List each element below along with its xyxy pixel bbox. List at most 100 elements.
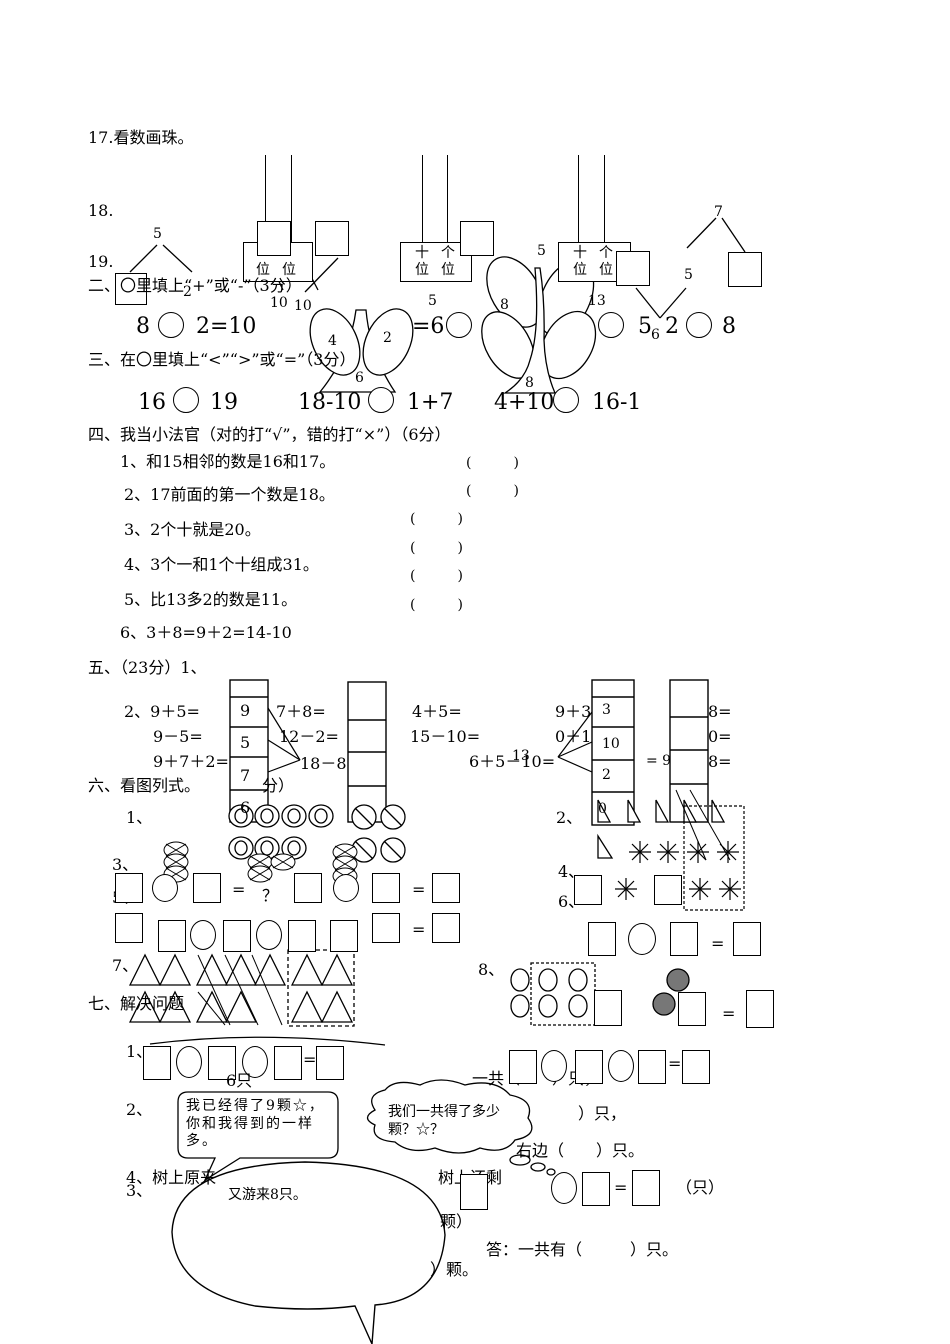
equals-sign: =	[232, 880, 246, 899]
answer-box[interactable]	[654, 875, 682, 905]
answer-box[interactable]	[638, 1050, 666, 1084]
answer-box[interactable]	[315, 221, 349, 256]
answer-box[interactable]	[316, 1046, 344, 1080]
answer-box[interactable]	[115, 913, 143, 943]
operator-circle[interactable]	[541, 1050, 567, 1082]
answer-parens[interactable]: ( )	[410, 540, 463, 556]
answer-box[interactable]	[574, 875, 602, 905]
expr-text: 2=10	[196, 314, 257, 339]
operator-circle[interactable]	[152, 874, 178, 902]
bond-number: 5	[153, 226, 162, 242]
abacus-frame-2: 十 个 位 位	[400, 242, 472, 282]
item-label: 1、	[126, 808, 153, 827]
operator-circle[interactable]	[190, 920, 216, 950]
calc-item: 9＋3	[555, 702, 592, 721]
answer-parens[interactable]: ( )	[410, 597, 463, 613]
operator-circle[interactable]	[176, 1046, 202, 1078]
question-mark: ？	[262, 886, 279, 905]
answer-parens[interactable]: ( )	[410, 511, 463, 527]
calc-item: 15－10=	[410, 727, 481, 746]
fan-line	[557, 741, 593, 758]
answer-box[interactable]	[115, 273, 147, 305]
compare-circle[interactable]	[173, 387, 199, 413]
answer-box[interactable]	[632, 1170, 660, 1206]
answer-box[interactable]	[582, 1172, 610, 1206]
answer-parens[interactable]: ( )	[410, 568, 463, 584]
bond-line	[162, 244, 193, 273]
compare-text: 19	[210, 390, 238, 415]
operator-circle[interactable]	[333, 874, 359, 902]
answer-box[interactable]	[682, 1050, 710, 1084]
operator-circle[interactable]	[158, 312, 184, 338]
abacus-rod	[422, 155, 423, 242]
abacus-rod	[578, 155, 579, 242]
calc-item: 0=	[708, 727, 732, 746]
abacus-rod	[604, 155, 605, 242]
operator-circle[interactable]	[446, 312, 472, 338]
judge-item: 1、和15相邻的数是16和17。	[120, 452, 336, 471]
answer-box[interactable]	[728, 252, 762, 287]
bond-line	[721, 217, 746, 253]
operator-circle[interactable]	[628, 923, 656, 955]
operator-circle[interactable]	[551, 1172, 577, 1204]
item-label: 3、	[112, 855, 139, 874]
bond-line	[304, 257, 339, 293]
answer-parens[interactable]: ( )	[466, 455, 519, 471]
bubble-1-text: 我已经得了9颗☆，你和我得到的一样多。	[186, 1098, 325, 1149]
answer-box[interactable]	[274, 1046, 302, 1080]
fan-line	[267, 759, 301, 773]
section-2-title: 二、〇里填上“+”或“-”（3分）	[88, 276, 302, 295]
answer-box[interactable]	[733, 922, 761, 956]
answer-box[interactable]	[509, 1050, 537, 1084]
star-pictures	[615, 805, 745, 911]
answer-box[interactable]	[372, 913, 400, 943]
equals-sign: =	[722, 1004, 736, 1023]
answer-box[interactable]	[372, 873, 400, 903]
answer-box[interactable]	[588, 922, 616, 956]
answer-box[interactable]	[223, 920, 251, 952]
calc-item: 12－2=	[279, 727, 339, 746]
answer-box[interactable]	[575, 1050, 603, 1084]
bond-number: 10	[294, 298, 312, 314]
answer-box[interactable]	[432, 873, 460, 903]
answer-box[interactable]	[432, 913, 460, 943]
answer-box[interactable]	[616, 251, 650, 286]
answer-parens[interactable]: ( )	[466, 483, 519, 499]
answer-box[interactable]	[670, 922, 698, 956]
expr-text: 8	[136, 314, 150, 339]
equals-sign: =	[668, 1054, 682, 1073]
ladder-number: 3	[602, 702, 611, 718]
answer-box[interactable]	[460, 221, 494, 256]
answer-box[interactable]	[746, 990, 774, 1028]
section-3-title: 三、在〇里填上“<”“>”或“=”（3分）	[88, 350, 356, 369]
operator-circle[interactable]	[686, 312, 712, 338]
answer-box[interactable]	[678, 992, 706, 1026]
operator-circle[interactable]	[598, 312, 624, 338]
answer-box[interactable]	[594, 990, 622, 1026]
bond-number: 8	[500, 297, 509, 313]
operator-circle[interactable]	[608, 1050, 634, 1082]
calc-item: 9＋7＋2=	[153, 752, 229, 771]
operator-circle[interactable]	[256, 920, 282, 950]
section-5-title: 五、（23分）1、	[88, 658, 207, 677]
compare-circle[interactable]	[553, 387, 579, 413]
judge-item: 4、3个一和1个十组成31。	[124, 555, 319, 574]
compare-circle[interactable]	[368, 387, 394, 413]
answer-box[interactable]	[115, 873, 143, 903]
answer-box[interactable]	[288, 920, 316, 952]
calc-item: 2、9＋5=	[124, 702, 200, 721]
answer-box[interactable]	[294, 873, 322, 903]
operator-circle[interactable]	[242, 1046, 268, 1078]
answer-box[interactable]	[193, 873, 221, 903]
answer-box[interactable]	[143, 1046, 171, 1080]
answer-box[interactable]	[208, 1046, 236, 1080]
answer-box[interactable]	[257, 221, 291, 256]
bond-number: 5	[428, 293, 437, 309]
answer-box[interactable]	[330, 920, 358, 952]
answer-box[interactable]	[158, 920, 186, 952]
item-label: 4、树上原来	[126, 1168, 217, 1187]
calc-item: 4＋5=	[412, 702, 462, 721]
ladder-number: 10	[602, 736, 620, 752]
answer-box[interactable]	[460, 1174, 488, 1210]
abacus-rod	[291, 155, 292, 242]
